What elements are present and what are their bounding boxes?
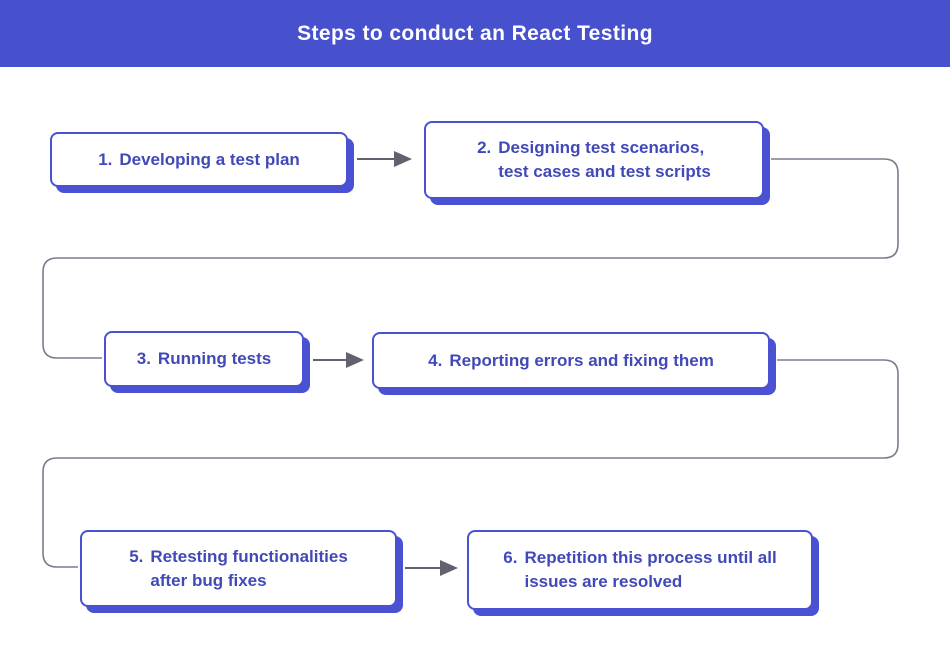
- step-box-1: 1. Developing a test plan: [50, 132, 348, 187]
- step-label-line-2: after bug fixes: [150, 570, 267, 590]
- step-number: 2.: [477, 138, 492, 157]
- step-number: 5.: [129, 546, 144, 566]
- page-title: Steps to conduct an React Testing: [297, 21, 653, 45]
- title-bar: Steps to conduct an React Testing: [0, 0, 950, 67]
- step-number: 3.: [136, 349, 151, 368]
- connector-step4-to-step5: [42, 359, 899, 568]
- step-label: Running tests: [157, 349, 272, 368]
- step-box-3: 3. Running tests: [104, 331, 304, 387]
- step-label-line-1: Retesting functionalities: [150, 546, 348, 566]
- step-label-line-2: test cases and test scripts: [498, 162, 711, 181]
- step-box-6: 6. Repetition this process until all iss…: [467, 530, 813, 610]
- step-number: 4.: [428, 350, 443, 370]
- step-label-line-1: Repetition this process until all: [524, 548, 777, 567]
- step-label: Developing a test plan: [119, 149, 300, 169]
- step-label-line-2: issues are resolved: [524, 572, 683, 591]
- step-box-2: 2. Designing test scenarios, test cases …: [424, 121, 764, 199]
- step-number: 6.: [503, 548, 518, 567]
- step-box-4: 4. Reporting errors and fixing them: [372, 332, 770, 389]
- step-label: Reporting errors and fixing them: [449, 350, 714, 370]
- step-number: 1.: [98, 149, 113, 169]
- step-box-5: 5. Retesting functionalities after bug f…: [80, 530, 397, 607]
- connector-step2-to-step3: [42, 158, 899, 359]
- step-label-line-1: Designing test scenarios,: [498, 138, 705, 157]
